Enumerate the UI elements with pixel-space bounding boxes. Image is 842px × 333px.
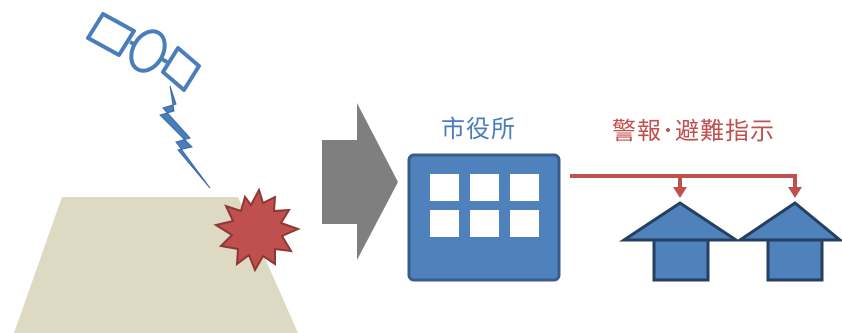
alert-arrowhead xyxy=(788,187,802,198)
house-body xyxy=(652,235,710,282)
city-hall-label: 市役所 xyxy=(441,115,516,143)
alert-arrowhead xyxy=(673,187,687,198)
explosion-icon xyxy=(213,187,301,273)
satellite-body xyxy=(129,29,167,73)
satellite-panel-right xyxy=(161,46,201,92)
alert-connector xyxy=(570,174,797,188)
building-window xyxy=(510,210,539,237)
right-arrow-icon xyxy=(322,103,398,260)
house-roof xyxy=(735,201,842,242)
building-window xyxy=(470,210,499,237)
satellite-panel-left xyxy=(86,12,136,57)
house-icon xyxy=(619,201,741,282)
city-hall-building-icon xyxy=(407,153,561,282)
satellite-icon xyxy=(86,12,201,92)
house-body xyxy=(766,235,824,282)
building-window xyxy=(430,210,459,237)
house-icon xyxy=(735,201,842,282)
building-window xyxy=(470,174,499,201)
alert-label: 警報･避難指示 xyxy=(612,117,775,145)
building-window xyxy=(510,174,539,201)
lightning-signal-icon xyxy=(159,85,211,189)
house-roof xyxy=(619,201,741,242)
building-window xyxy=(430,174,459,201)
